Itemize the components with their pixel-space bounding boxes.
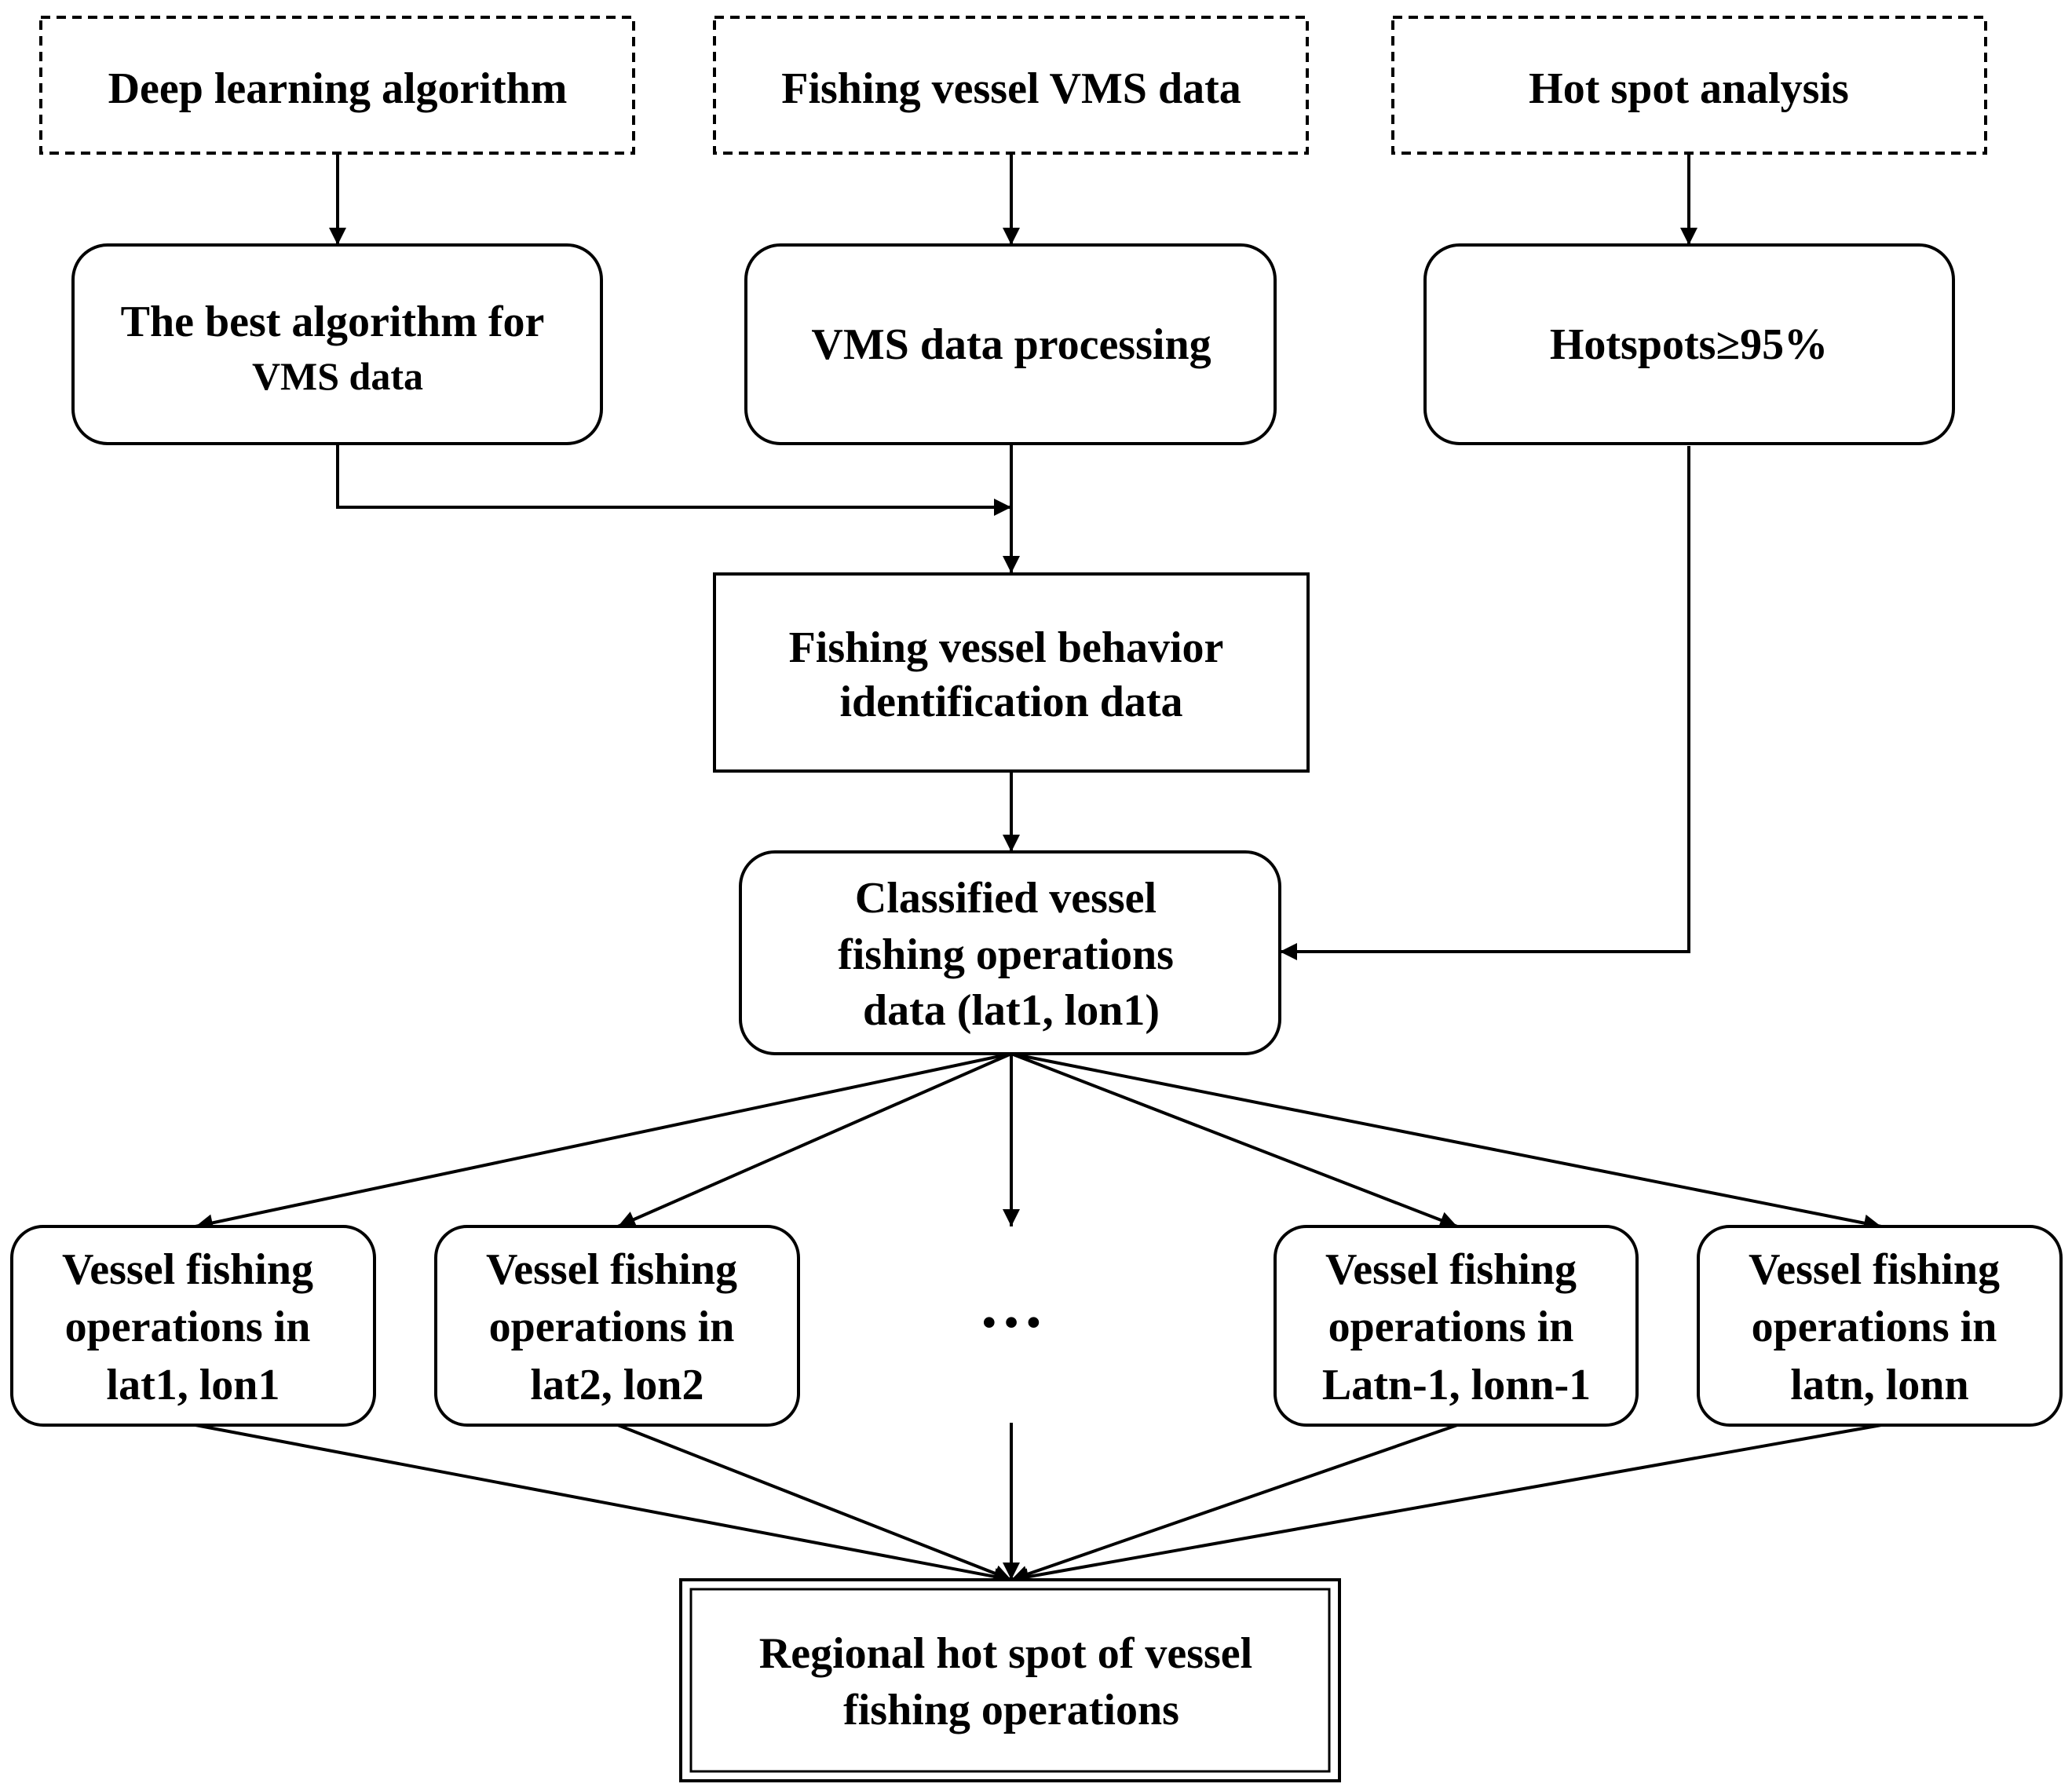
ops-n-label: Vessel fishing operations in latn, lonn xyxy=(1749,1245,2011,1409)
node-vms-processing: VMS data processing xyxy=(744,243,1277,445)
edge-hotspots-to-classified xyxy=(1280,446,1690,960)
best-algorithm-label: The best algorithm for VMS data xyxy=(121,298,555,398)
edge-best-algorithm-to-behavior xyxy=(336,444,1011,516)
edge-classified-to-ops-n-minus-1 xyxy=(1010,1052,1458,1229)
ops-2-label: Vessel fishing operations in lat2, lon2 xyxy=(486,1245,748,1409)
node-ops-n: Vessel fishing operations in latn, lonn xyxy=(1697,1225,2063,1427)
vms-processing-label: VMS data processing xyxy=(811,320,1211,369)
hotspot-analysis-label: Hot spot analysis xyxy=(1529,64,1849,113)
behavior-identification-label: Fishing vessel behavior identification d… xyxy=(789,623,1234,726)
hotspots-95-label: Hotspots≥95% xyxy=(1550,320,1828,369)
edge-ops-n-minus-1-to-regional xyxy=(1010,1424,1458,1583)
edge-ops-n-to-regional xyxy=(1010,1424,1882,1585)
node-best-algorithm: The best algorithm for VMS data xyxy=(71,243,603,445)
ops-1-label: Vessel fishing operations in lat1, lon1 xyxy=(62,1245,324,1409)
node-ops-2: Vessel fishing operations in lat2, lon2 xyxy=(434,1225,800,1427)
node-ellipsis: … xyxy=(978,1269,1044,1342)
node-ops-n-minus-1: Vessel fishing operations in Latn-1, lon… xyxy=(1274,1225,1639,1427)
ellipsis-label: … xyxy=(978,1269,1044,1342)
edge-classified-to-ops-1 xyxy=(195,1052,1012,1232)
node-hotspot-analysis: Hot spot analysis xyxy=(1391,16,1987,155)
node-behavior-identification: Fishing vessel behavior identification d… xyxy=(713,572,1310,773)
classified-operations-label: Classified vessel fishing operations dat… xyxy=(838,874,1185,1035)
vms-data-label: Fishing vessel VMS data xyxy=(781,64,1241,113)
node-ops-1: Vessel fishing operations in lat1, lon1 xyxy=(10,1225,376,1427)
edges xyxy=(195,153,1882,1585)
node-deep-learning: Deep learning algorithm xyxy=(39,16,635,155)
node-vms-data: Fishing vessel VMS data xyxy=(713,16,1309,155)
regional-hotspot-label: Regional hot spot of vessel fishing oper… xyxy=(759,1629,1263,1734)
edge-classified-to-ops-2 xyxy=(617,1052,1012,1228)
node-classified-operations: Classified vessel fishing operations dat… xyxy=(739,850,1281,1055)
edge-ops-2-to-regional xyxy=(617,1424,1012,1582)
edge-ops-1-to-regional xyxy=(195,1424,1012,1585)
node-regional-hotspot: Regional hot spot of vessel fishing oper… xyxy=(679,1578,1341,1782)
edge-classified-to-ops-n xyxy=(1010,1052,1882,1232)
deep-learning-label: Deep learning algorithm xyxy=(108,64,568,113)
ops-n-minus-1-label: Vessel fishing operations in Latn-1, lon… xyxy=(1322,1245,1591,1409)
node-hotspots-95: Hotspots≥95% xyxy=(1423,243,1955,445)
